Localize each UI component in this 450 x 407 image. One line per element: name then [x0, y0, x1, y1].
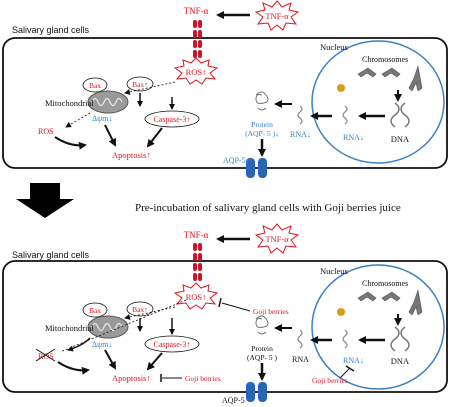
- bottom-nucleolus: [337, 308, 345, 316]
- middle-section: Pre-incubation of salivary gland cells w…: [16, 183, 401, 218]
- bottom-chromosomes-label: Chromosomes: [362, 279, 408, 288]
- bottom-nucleus-label: Nucleus: [320, 266, 348, 276]
- bottom-rna-cyto-label: RNA: [292, 355, 309, 364]
- top-aqp5-channel: [246, 158, 267, 178]
- top-nucleus: [311, 40, 445, 164]
- bottom-mitochondrion-icon: [87, 315, 129, 339]
- bottom-dna-label: DNA: [391, 356, 410, 366]
- top-mito-label: Mitochondrial: [45, 98, 94, 108]
- top-nucleolus: [337, 84, 345, 92]
- bottom-protein-label: Protein: [251, 344, 273, 353]
- top-caspase-ellipse: [144, 110, 200, 128]
- bottom-rna-nuc-icon: [342, 329, 348, 349]
- bottom-aqp5-channel: [246, 382, 267, 402]
- top-bax-right-label: Bax↑: [132, 80, 148, 89]
- bottom-bax-right: [126, 301, 154, 317]
- top-bax-left-label: Bax: [89, 81, 101, 90]
- bottom-bax-left-label: Bax: [89, 306, 101, 315]
- top-caspase-label: Caspase-3↑: [154, 115, 191, 124]
- top-protein-label: Protein: [251, 120, 273, 129]
- bottom-goji-ros: Goji berries: [253, 307, 289, 316]
- bottom-goji-rna-bar: [345, 365, 355, 372]
- top-ros-label: ROS: [38, 127, 54, 136]
- bottom-pathway-arrows: [57, 299, 187, 375]
- bottom-protein-icon: [255, 315, 269, 335]
- bottom-goji-ros-inhibit: [221, 302, 251, 312]
- top-ros-star-label: ROS↑: [186, 67, 207, 77]
- bottom-tnf-star-label: TNF-α: [265, 234, 289, 244]
- top-panel: Salivary gland cells TNF-α TNF-α ROS↑ Ba…: [2, 0, 448, 178]
- top-rna-nuc-icon: [342, 105, 348, 125]
- top-protein-sub: (AQP- 5 )↓: [245, 129, 279, 138]
- bottom-caspase-ellipse: [144, 335, 200, 353]
- bottom-ros-cross-icon: [35, 348, 56, 362]
- top-ros-star: [173, 57, 219, 85]
- bottom-panel: Salivary gland cells TNF-α TNF-α ROS↑ Go…: [2, 223, 448, 405]
- bottom-delta-psi: Δψm↓: [92, 340, 112, 349]
- top-chromosomes-label: Chromosomes: [362, 55, 408, 64]
- bottom-bax-left: [82, 302, 108, 318]
- bottom-apoptosis-label: Apoptosis↑: [112, 373, 151, 383]
- bottom-rna-cyto-icon: [297, 329, 303, 349]
- bottom-nucleus: [311, 264, 445, 390]
- top-nucleus-label: Nucleus: [320, 42, 348, 52]
- bottom-cell-body: [2, 260, 448, 393]
- bottom-tnf-star: [254, 223, 300, 254]
- bottom-tnf-label: TNF-α: [184, 230, 209, 240]
- top-protein-icon: [255, 91, 269, 111]
- top-pathway-arrows: [54, 81, 176, 150]
- top-tnf-receptor: [193, 20, 202, 58]
- top-dna-label: DNA: [391, 134, 410, 144]
- bottom-chromosome-icons: [357, 289, 423, 316]
- bottom-caspase-label: Caspase-3↑: [154, 340, 191, 349]
- bottom-protein-sub: (AQP- 5 ): [247, 353, 277, 362]
- top-bax-right: [126, 76, 154, 92]
- bottom-dna-icon: [390, 326, 410, 352]
- bottom-goji-rna-inhibit: [339, 367, 351, 379]
- bottom-bax-right-label: Bax↑: [132, 305, 148, 314]
- middle-caption: Pre-incubation of salivary gland cells w…: [135, 202, 401, 214]
- top-aqp-label: AQP-5↓: [223, 156, 250, 165]
- top-dna-icon: [390, 102, 410, 128]
- bottom-tnf-receptor: [193, 243, 202, 281]
- top-cell-body: [2, 37, 448, 169]
- bottom-rna-nuc-label: RNA↓: [343, 356, 364, 365]
- top-tnf-label: TNF-α: [184, 6, 209, 16]
- bottom-ros-crossed: ROS: [38, 352, 54, 361]
- bottom-cell-title: Salivary gland cells: [12, 250, 90, 260]
- top-bax-left: [82, 77, 108, 93]
- bottom-ros-star-label: ROS↑: [186, 292, 207, 302]
- top-mitochondrion-icon: [87, 90, 129, 114]
- top-tnf-star-label: TNF-α: [265, 11, 289, 21]
- top-delta-psi: Δψm↓: [92, 114, 112, 123]
- top-tnf-star: [254, 0, 300, 31]
- bottom-aqp-label: AQP-5: [222, 396, 245, 405]
- down-arrow-icon: [16, 183, 74, 218]
- bottom-mito-label: Mitochondrial: [45, 323, 94, 333]
- top-rna-nuc-label: RNA↓: [343, 133, 364, 142]
- top-rna-cyto-icon: [297, 105, 303, 125]
- top-chromosome-icons: [357, 65, 423, 92]
- bottom-goji-rna: Goji berries: [312, 376, 348, 385]
- top-apoptosis-label: Apoptosis↑: [112, 150, 151, 160]
- bottom-goji-ros-bar: [218, 297, 222, 308]
- top-cell-title: Salivary gland cells: [12, 25, 90, 35]
- bottom-goji-apoptosis: Goji berries: [185, 374, 221, 383]
- top-rna-cyto-label: RNA↓: [290, 130, 311, 139]
- bottom-ros-star: [173, 282, 219, 310]
